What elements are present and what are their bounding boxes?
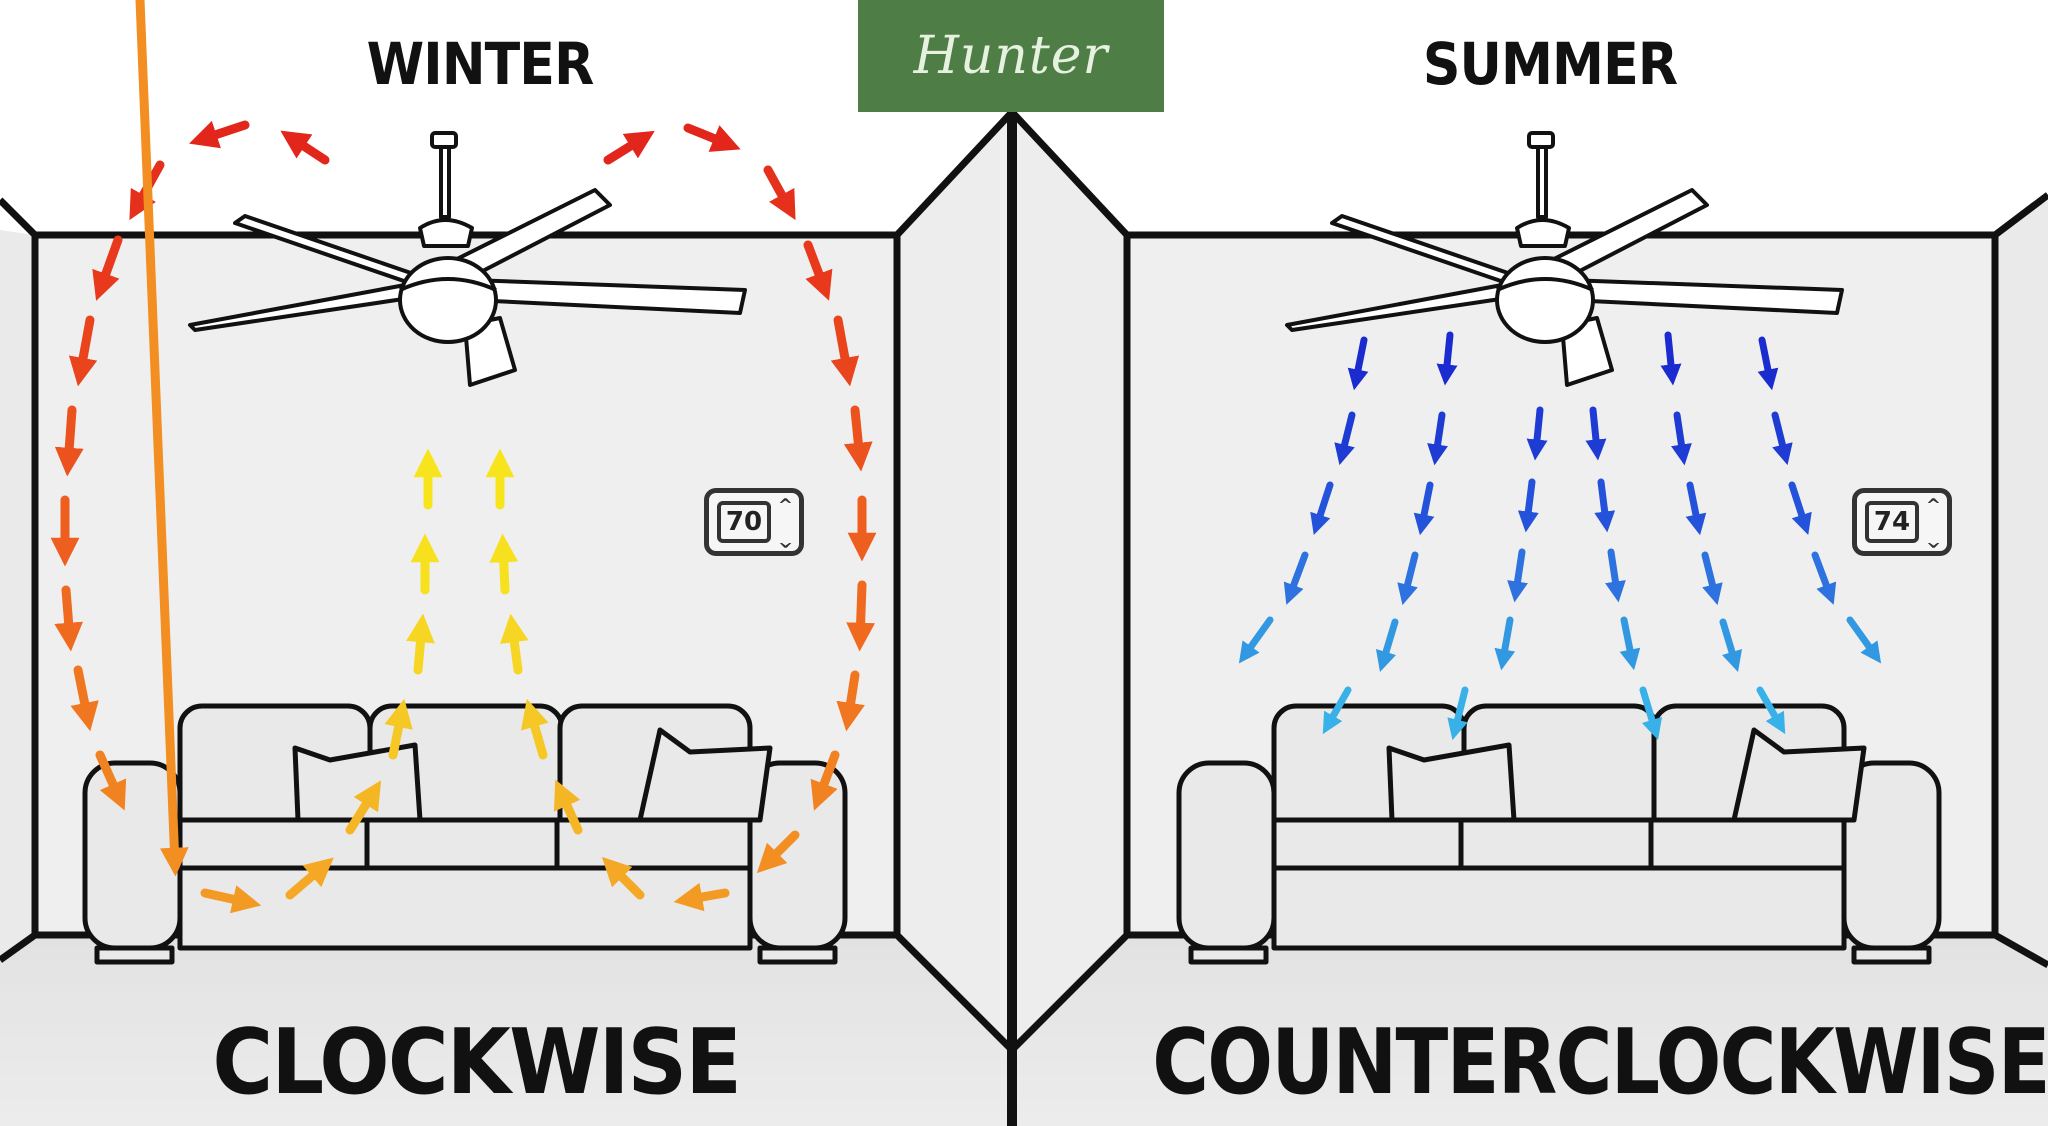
ceiling-fan-icon [1285,131,1844,387]
thermostat-summer: 74 ^ ^ [1852,488,1952,556]
thermostat-value: 70 [717,501,771,543]
logo-text: Hunter [913,26,1109,86]
thermostat-value: 74 [1865,501,1919,543]
summer-title: SUMMER [1422,30,1678,98]
winter-title: WINTER [366,30,595,98]
winter-airflow-arrows [50,0,877,914]
chevron-up-icon: ^ [1925,495,1941,516]
chevron-up-icon: ^ [777,495,793,516]
couch-icon [82,703,848,965]
thermostat-winter: 70 ^ ^ [704,488,804,556]
clockwise-label: CLOCKWISE [212,1010,742,1115]
ceiling-fan-icon [188,131,747,387]
chevron-down-icon: ^ [1925,530,1941,551]
counterclockwise-label: COUNTERCLOCKWISE [1152,1010,2048,1115]
chevron-down-icon: ^ [777,530,793,551]
summer-airflow-arrows [1238,331,1882,741]
hunter-logo: Hunter [858,0,1164,112]
couch-icon [1176,703,1942,965]
